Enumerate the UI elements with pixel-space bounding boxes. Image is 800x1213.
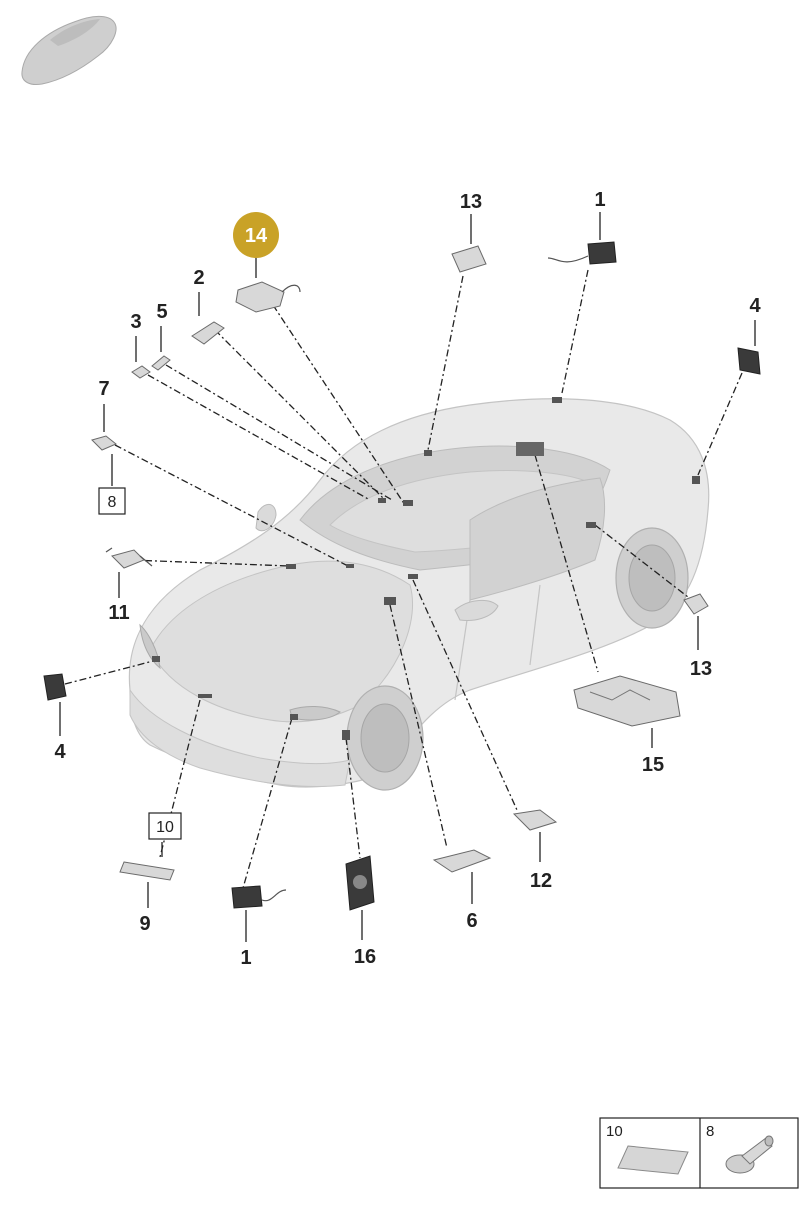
part-4-left-sensor[interactable] <box>43 673 67 701</box>
part-11-module[interactable] <box>105 547 153 569</box>
car-silhouette-icon[interactable] <box>21 15 117 85</box>
part-6-control-unit[interactable] <box>432 849 492 873</box>
part-4-right-sensor[interactable] <box>737 347 761 375</box>
vehicle-body <box>128 398 710 791</box>
pad-icon[interactable] <box>617 1145 689 1175</box>
callout-12[interactable]: 12 <box>530 870 552 892</box>
callout-8-box[interactable]: 8 <box>98 487 126 515</box>
body-mount-points <box>152 397 700 740</box>
part-7-sensor[interactable] <box>91 435 117 451</box>
callout-10-label: 10 <box>156 819 174 836</box>
callout-2[interactable]: 2 <box>193 267 204 289</box>
callout-16[interactable]: 16 <box>354 946 376 968</box>
callout-4-right[interactable]: 4 <box>749 295 761 317</box>
part-12-sensor[interactable] <box>512 809 558 831</box>
part-5-sensor[interactable] <box>151 355 171 371</box>
legend-cell-10-label: 10 <box>606 1123 623 1140</box>
part-1-bottom-module[interactable] <box>231 885 287 909</box>
callout-4-left[interactable]: 4 <box>54 741 66 763</box>
callout-13-top[interactable]: 13 <box>460 191 482 213</box>
part-16-speaker[interactable] <box>345 855 375 911</box>
leader-lines <box>64 269 743 889</box>
callout-1-top[interactable]: 1 <box>594 189 605 211</box>
part-3-sensor[interactable] <box>131 365 151 379</box>
part-15-bracket[interactable] <box>573 675 681 727</box>
callout-13-right[interactable]: 13 <box>690 658 712 680</box>
callout-9[interactable]: 9 <box>139 913 150 935</box>
callout-8-label: 8 <box>108 494 117 511</box>
legend-cell-8-label: 8 <box>706 1123 714 1140</box>
callout-14-badge[interactable]: 14 <box>233 212 279 258</box>
parts-legend: 10 8 <box>599 1117 799 1189</box>
callout-14-label: 14 <box>245 225 268 247</box>
part-2-sensor[interactable] <box>191 321 225 345</box>
part-9-cover[interactable] <box>119 861 175 881</box>
label-stems <box>59 212 756 942</box>
part-1-top-module[interactable] <box>547 241 617 265</box>
callout-10-box[interactable]: 10 <box>148 812 182 840</box>
callout-1-bottom[interactable]: 1 <box>240 947 251 969</box>
callout-6[interactable]: 6 <box>466 910 477 932</box>
callout-5[interactable]: 5 <box>156 301 167 323</box>
part-14-sensor[interactable] <box>235 281 301 313</box>
callout-15[interactable]: 15 <box>642 754 664 776</box>
callout-11[interactable]: 11 <box>108 602 129 624</box>
part-13-top-sensor[interactable] <box>451 245 487 273</box>
screw-icon[interactable] <box>725 1135 774 1174</box>
callout-3[interactable]: 3 <box>130 311 141 333</box>
part-13-right-sensor[interactable] <box>683 593 709 615</box>
callout-7[interactable]: 7 <box>98 378 109 400</box>
